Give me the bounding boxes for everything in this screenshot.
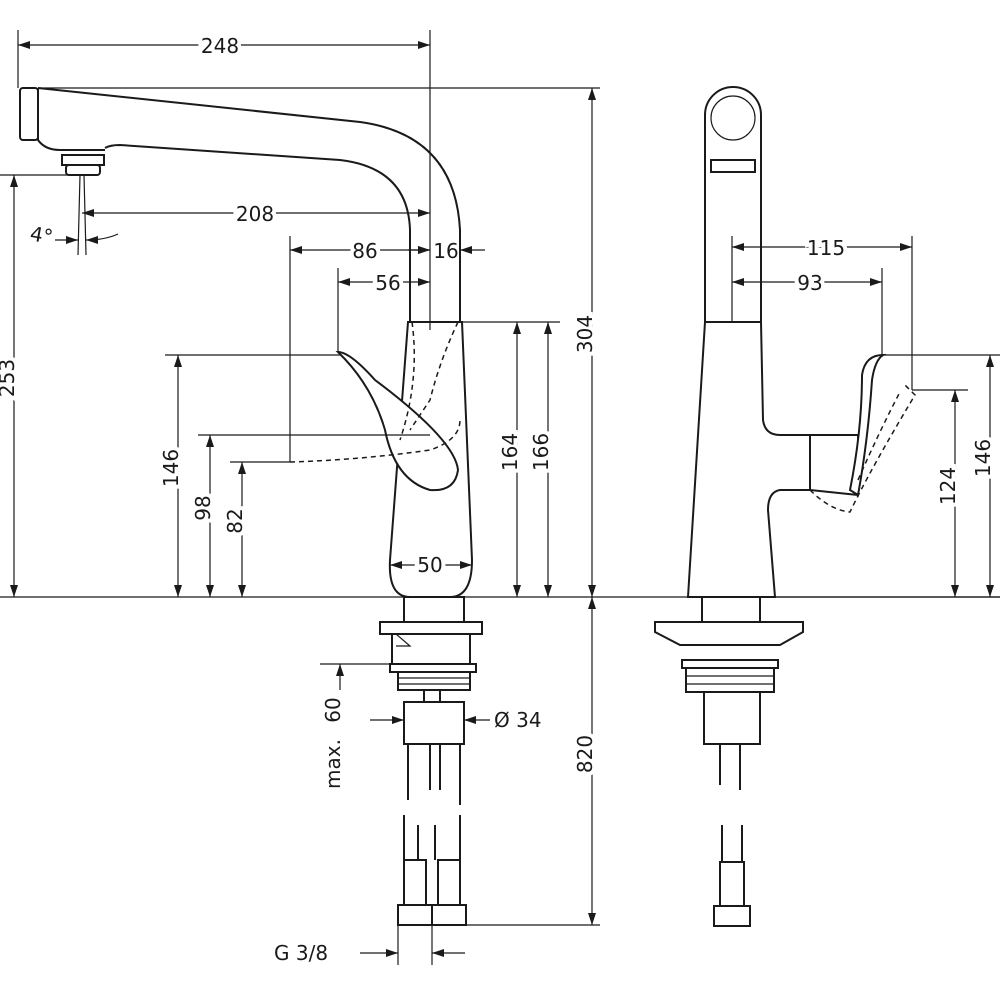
dim-body-height-1: 164 xyxy=(498,433,522,471)
dim-outlet-height: 253 xyxy=(0,359,19,397)
hose-fitting-left xyxy=(403,859,427,906)
hose-nut-left xyxy=(397,904,433,926)
hose-fitting-right xyxy=(437,859,461,906)
side-hose-nut xyxy=(713,905,751,927)
spout-top-edge xyxy=(37,87,461,322)
threaded-shank xyxy=(403,701,465,745)
dim-spout-tilt: 4° xyxy=(28,221,55,249)
mounting-washer xyxy=(389,663,477,673)
side-hose-fitting xyxy=(719,861,745,907)
front-view-faucet xyxy=(19,87,483,926)
dim-lever-reach-max: 86 xyxy=(352,239,377,263)
dim-spout-reach: 208 xyxy=(236,202,274,226)
side-mounting-nut xyxy=(685,667,775,693)
side-dim-lever-reach: 93 xyxy=(797,271,822,295)
dim-overall-height: 304 xyxy=(573,315,597,353)
lever-handle xyxy=(335,350,460,492)
spout-bottom-edge xyxy=(104,143,411,322)
supply-hoses xyxy=(403,744,461,860)
side-shank xyxy=(701,596,761,623)
dim-spout-offset: 16 xyxy=(433,239,458,263)
dim-shank-diameter: Ø 34 xyxy=(494,708,542,732)
side-view-faucet xyxy=(654,86,916,927)
spout-head xyxy=(19,87,39,141)
dim-lever-reach: 56 xyxy=(375,271,400,295)
dim-max-deck: 60 xyxy=(321,697,345,722)
dim-lever-height: 146 xyxy=(159,449,183,487)
side-base-plate xyxy=(654,621,804,646)
dim-lever-mid-height: 98 xyxy=(191,495,215,520)
mounting-nut xyxy=(397,671,471,691)
dim-lever-low-height: 82 xyxy=(223,508,247,533)
dim-hose-length: 820 xyxy=(573,735,597,773)
dim-base-width: 50 xyxy=(417,553,442,577)
side-dim-lever-height: 146 xyxy=(971,439,995,477)
side-spout-column xyxy=(704,86,762,322)
dim-connection-thread: G 3/8 xyxy=(274,941,328,965)
side-dim-lever-open-height: 124 xyxy=(936,467,960,505)
base-plate xyxy=(379,621,483,635)
dim-max-label: max. xyxy=(321,739,345,789)
side-dim-lever-reach-max: 115 xyxy=(807,236,845,260)
shank-upper xyxy=(403,596,465,623)
dim-overall-width: 248 xyxy=(201,34,239,58)
hose-nut-right xyxy=(431,904,467,926)
side-threaded-shank xyxy=(703,691,761,745)
side-body xyxy=(686,321,811,598)
dim-body-height-2: 166 xyxy=(529,433,553,471)
side-lever-handle xyxy=(848,353,887,497)
aerator xyxy=(61,154,105,166)
